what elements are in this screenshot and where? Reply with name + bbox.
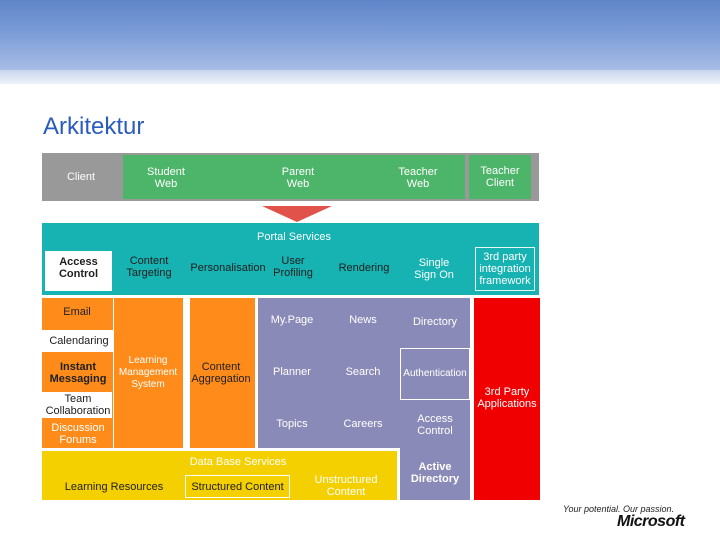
structured-content-box (185, 475, 290, 498)
client-label: Client (66, 171, 96, 183)
access-control-box (45, 251, 112, 291)
portal-services-label: Portal Services (257, 231, 331, 243)
portal-services-bar (42, 223, 539, 295)
active-directory-label: Active Directory (410, 461, 460, 485)
news-label: News (349, 314, 377, 326)
planner-label: Planner (273, 366, 311, 378)
instant-messaging-label: Instant Messaging (49, 361, 107, 385)
teacher-client-label: Teacher Client (480, 165, 520, 189)
third-party-framework-box (475, 247, 535, 291)
personalisation-label: Personalisation (190, 262, 266, 274)
calendaring-label: Calendaring (49, 335, 109, 347)
authentication-box (400, 348, 470, 400)
header-banner (0, 0, 720, 70)
collaboration-column (42, 298, 113, 448)
flow-arrow (262, 206, 332, 222)
email-label: Email (63, 306, 91, 318)
unstructured-content-label: Unstructured Content (314, 474, 378, 498)
topics-label: Topics (276, 418, 308, 430)
directory-label: Directory (412, 316, 457, 328)
search-label: Search (345, 366, 381, 378)
lms-label: Learning Management System (118, 355, 178, 390)
content-targeting-label: Content Targeting (126, 255, 172, 279)
structured-content-label: Structured Content (191, 481, 284, 493)
microsoft-logo: Microsoft (617, 513, 685, 530)
data-base-services-label: Data Base Services (189, 456, 287, 468)
teacher-client-box (469, 155, 531, 199)
calendaring-box (42, 330, 114, 352)
careers-label: Careers (343, 418, 383, 430)
teacher-web-label: Teacher Web (398, 166, 438, 190)
access-control-dir-label: Access Control (417, 413, 453, 437)
access-control-label: Access Control (58, 256, 99, 280)
lms-box (113, 298, 183, 448)
learning-resources-label: Learning Resources (64, 481, 164, 493)
third-party-apps-box (474, 298, 540, 500)
discussion-forums-label: Discussion Forums (51, 422, 105, 446)
third-party-framework-label: 3rd party integration framework (479, 251, 531, 287)
footer-tagline: Your potential. Our passion. (563, 504, 675, 514)
student-web-label: Student Web (147, 166, 185, 190)
content-aggregation-box (190, 298, 255, 448)
third-party-apps-label: 3rd Party Applications (477, 386, 537, 410)
content-aggregation-label: Content Aggregation (191, 361, 251, 385)
team-collaboration-box (42, 392, 112, 418)
header-strip (0, 70, 720, 84)
team-collaboration-label: Team Collaboration (45, 393, 111, 417)
mypage-label: My.Page (270, 314, 314, 326)
page-title: Arkitektur (43, 113, 145, 140)
single-sign-on-label: Single Sign On (414, 257, 454, 281)
user-profiling-label: User Profiling (273, 255, 313, 279)
rendering-label: Rendering (338, 262, 390, 274)
authentication-label: Authentication (403, 368, 467, 379)
parent-web-label: Parent Web (281, 166, 315, 190)
web-tier-box (123, 155, 465, 199)
